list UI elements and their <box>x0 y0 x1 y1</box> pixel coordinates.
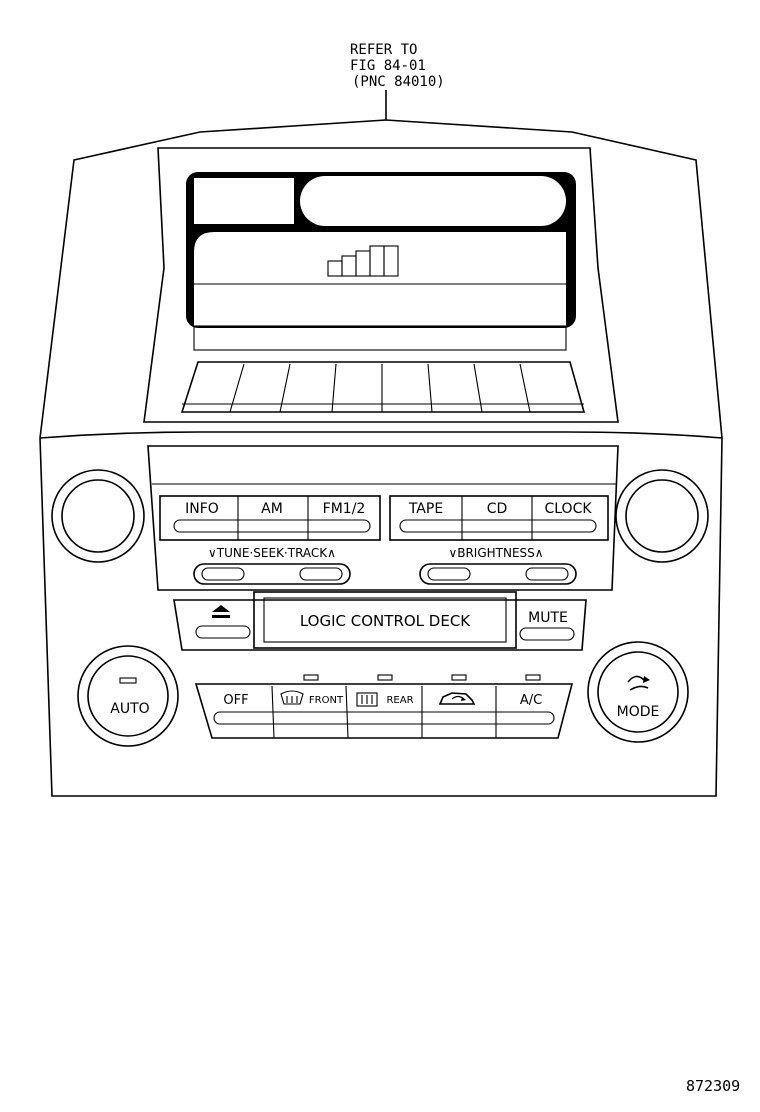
info-button-label: INFO <box>185 501 219 517</box>
display-screen <box>263 597 507 643</box>
climate-button-panel <box>194 683 574 739</box>
slat-strip <box>180 361 586 413</box>
callout-line-2: FIG 84-01 <box>350 58 426 74</box>
airflow-mode-icon <box>627 675 650 691</box>
mute-button-label: MUTE <box>528 610 568 626</box>
cd-button-label: CD <box>487 501 508 517</box>
cassette-window-right <box>300 176 566 226</box>
tape-button-label: TAPE <box>408 501 443 517</box>
climate-off-label: OFF <box>223 693 248 708</box>
tune-seek-track-label: ∨TUNE·SEEK·TRACK∧ <box>208 546 336 560</box>
lower-housing-outline <box>39 437 723 797</box>
callout-line-3: (PNC 84010) <box>352 74 445 90</box>
tune-rocker[interactable] <box>193 563 351 585</box>
volume-knob[interactable] <box>51 469 145 563</box>
display-frame <box>253 591 517 649</box>
cassette-window-left <box>194 178 294 224</box>
front-defrost-icon <box>280 690 304 705</box>
am-button-label: AM <box>261 501 283 517</box>
brightness-label: ∨BRIGHTNESS∧ <box>448 546 543 560</box>
eject-button[interactable] <box>195 605 251 639</box>
indicator-leds <box>303 674 541 681</box>
rear-defrost-icon <box>356 692 378 707</box>
clock-button-label: CLOCK <box>544 501 592 517</box>
cassette-lower-lip <box>193 325 567 351</box>
audio-button-group-left <box>159 495 381 541</box>
audio-button-group-right <box>389 495 609 541</box>
display-row-panel <box>173 599 587 651</box>
figure-number: 872309 <box>686 1077 740 1095</box>
front-defrost-label: FRONT <box>309 695 344 706</box>
auto-button-label: AUTO <box>110 701 149 717</box>
mode-button[interactable] <box>587 641 689 743</box>
eject-icon <box>212 605 230 612</box>
cassette-body <box>194 232 566 326</box>
ac-button-label: A/C <box>520 693 542 708</box>
upper-bezel-outline <box>39 119 723 439</box>
housing-top-edge <box>39 431 723 439</box>
mute-button[interactable] <box>519 627 575 641</box>
auto-button[interactable] <box>77 645 179 747</box>
callout-line-1: REFER TO <box>350 42 417 58</box>
cassette-recess <box>143 147 619 423</box>
mode-button-label: MODE <box>617 704 660 720</box>
audio-panel <box>147 445 619 591</box>
rear-defrost-label: REAR <box>386 695 413 706</box>
brightness-rocker[interactable] <box>419 563 577 585</box>
display-text: LOGIC CONTROL DECK <box>300 612 471 630</box>
tune-knob[interactable] <box>615 469 709 563</box>
level-indicator-icon <box>327 245 399 277</box>
slat-dividers <box>229 363 531 413</box>
climate-button-rail <box>213 711 555 725</box>
recirculation-car-icon <box>438 692 476 705</box>
fm-button-label: FM1/2 <box>323 501 366 517</box>
